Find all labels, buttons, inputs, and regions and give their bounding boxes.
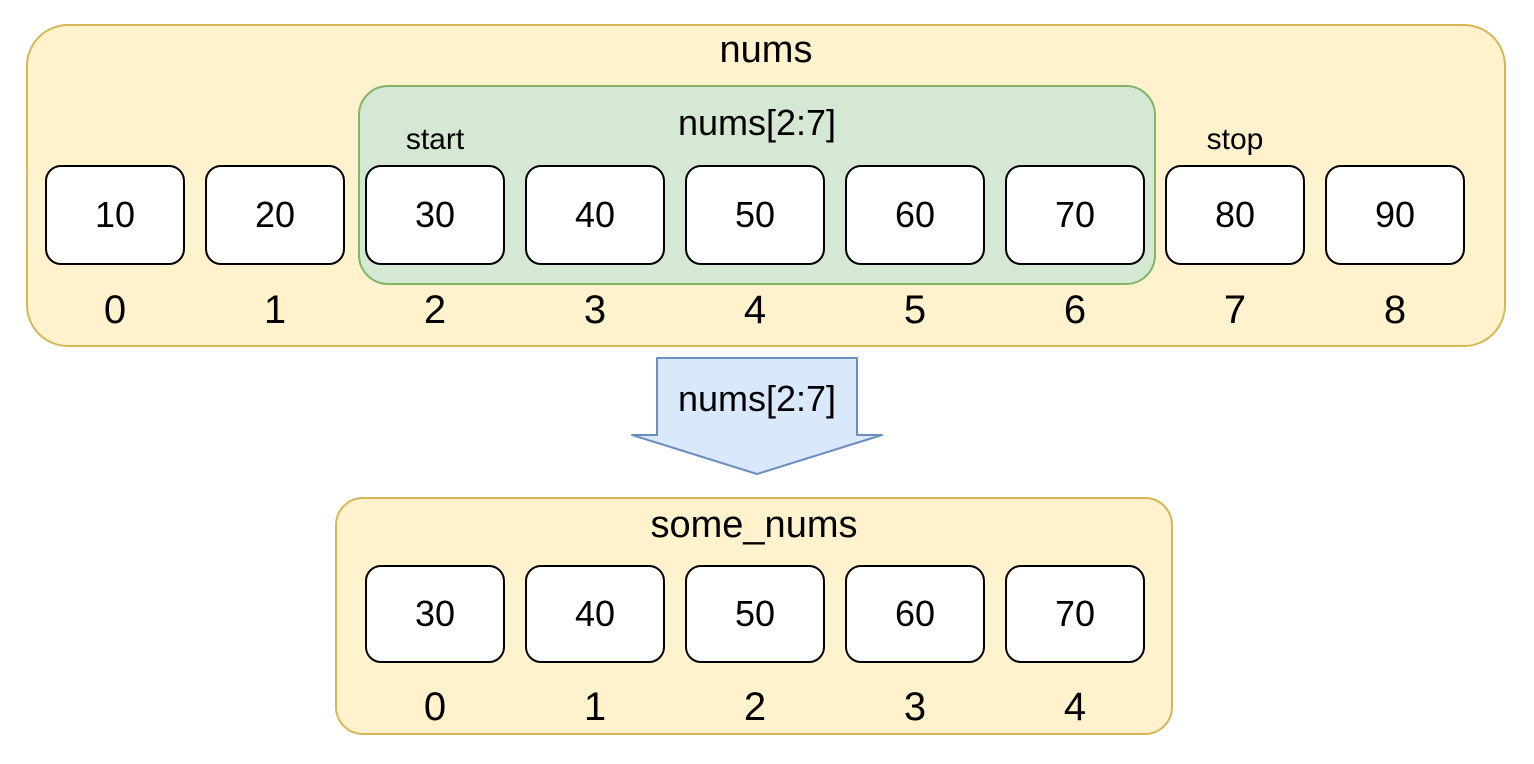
stop-label: stop	[1206, 123, 1264, 156]
index-label: 0	[103, 288, 127, 332]
list-cell: 50	[685, 565, 825, 663]
index-label: 0	[423, 685, 447, 729]
some-nums-index-row: 0 1 2 3 4	[365, 687, 1145, 727]
list-cell: 20	[205, 165, 345, 265]
index-label: 1	[583, 685, 607, 729]
list-cell: 60	[845, 165, 985, 265]
some-nums-cell-row: 30 40 50 60 70	[365, 565, 1145, 663]
some-nums-title: some_nums	[650, 504, 858, 546]
nums-title: nums	[719, 29, 813, 71]
index-label: 8	[1383, 288, 1407, 332]
index-label: 2	[423, 288, 447, 332]
list-cell: 80	[1165, 165, 1305, 265]
slice-title: nums[2:7]	[677, 102, 837, 143]
start-label: start	[405, 123, 465, 156]
arrow-shape	[631, 357, 883, 475]
index-label: 1	[263, 288, 287, 332]
index-label: 3	[583, 288, 607, 332]
nums-cell-row: 10 20 30 40 50 60 70 80 90	[45, 165, 1465, 265]
list-cell: 70	[1005, 565, 1145, 663]
slice-arrow	[631, 357, 883, 475]
list-cell: 30	[365, 165, 505, 265]
index-label: 2	[743, 685, 767, 729]
index-label: 5	[903, 288, 927, 332]
list-cell: 60	[845, 565, 985, 663]
list-cell: 50	[685, 165, 825, 265]
list-cell: 40	[525, 565, 665, 663]
list-cell: 40	[525, 165, 665, 265]
list-cell: 10	[45, 165, 185, 265]
arrow-label: nums[2:7]	[677, 378, 837, 419]
list-cell: 70	[1005, 165, 1145, 265]
list-cell: 30	[365, 565, 505, 663]
index-label: 6	[1063, 288, 1087, 332]
index-label: 3	[903, 685, 927, 729]
index-label: 7	[1223, 288, 1247, 332]
list-cell: 90	[1325, 165, 1465, 265]
index-label: 4	[1063, 685, 1087, 729]
nums-index-row: 0 1 2 3 4 5 6 7 8	[45, 290, 1465, 330]
index-label: 4	[743, 288, 767, 332]
